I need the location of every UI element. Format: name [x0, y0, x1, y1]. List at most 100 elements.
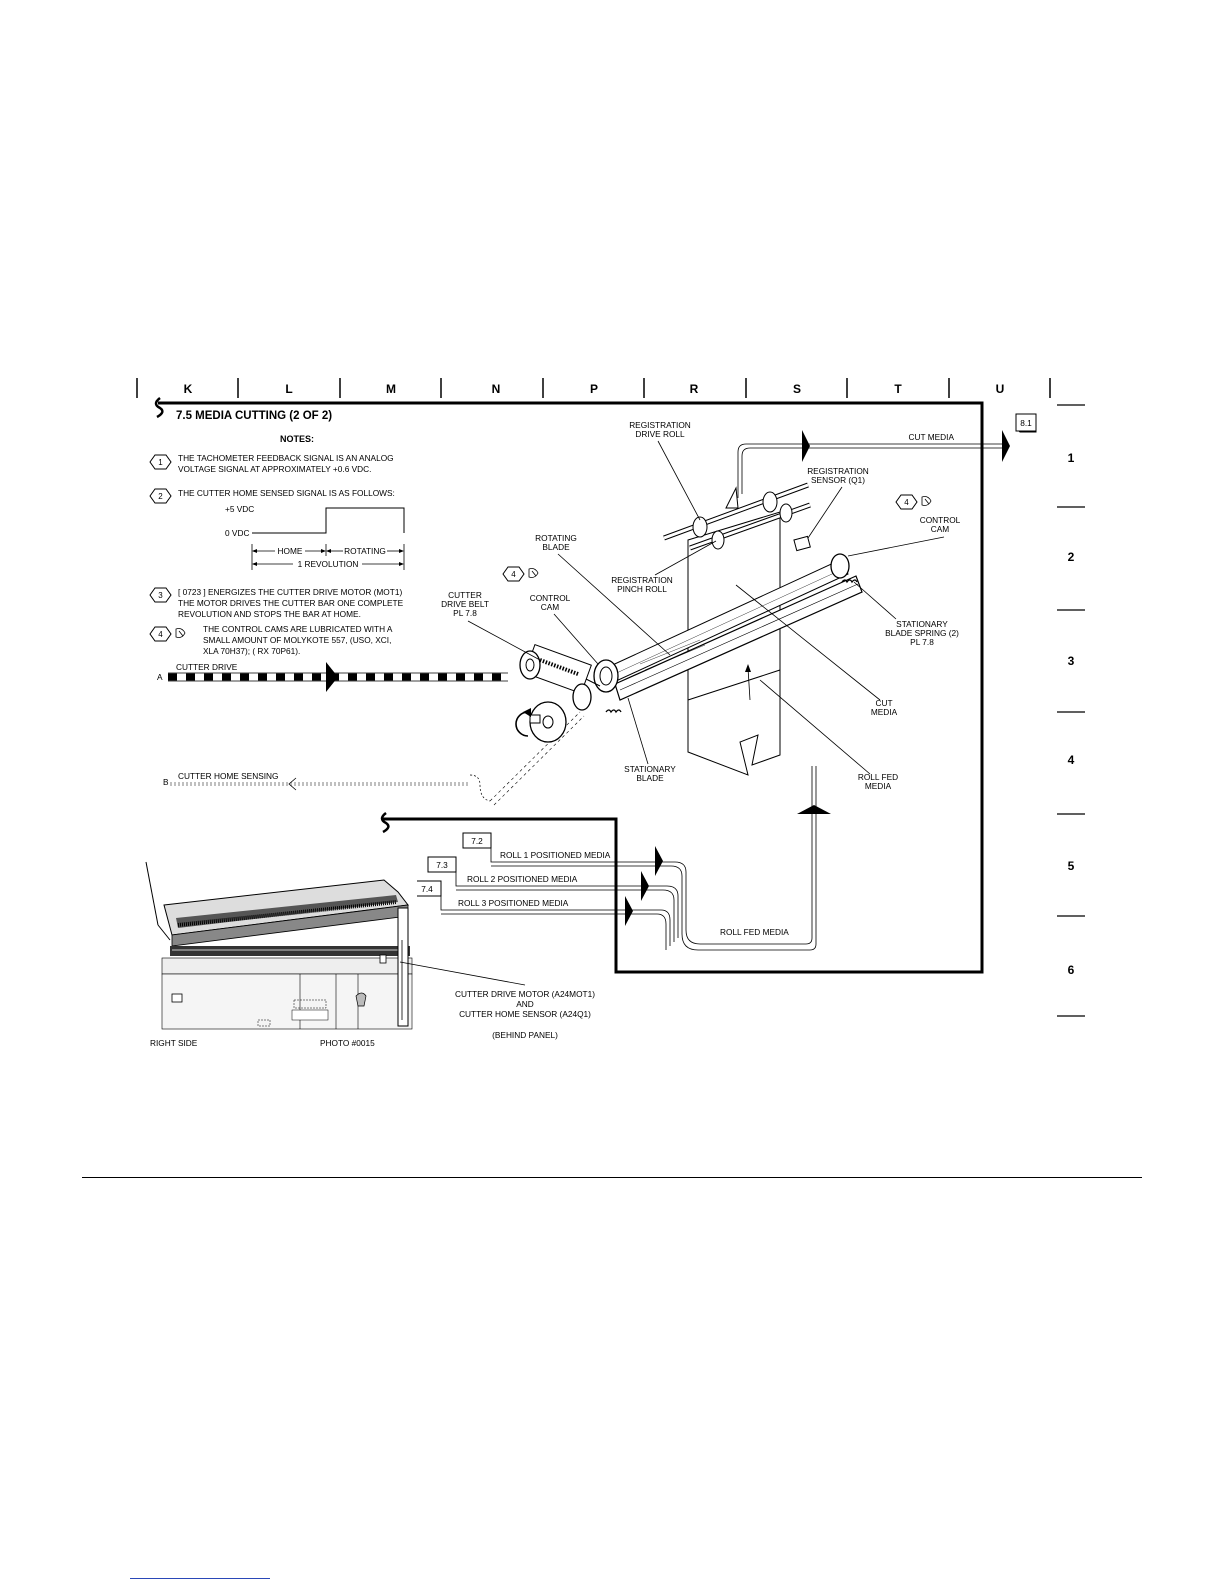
svg-text:CUT: CUT	[875, 698, 892, 708]
section-title: 7.5 MEDIA CUTTING (2 OF 2)	[176, 410, 332, 422]
svg-text:7.2: 7.2	[471, 836, 483, 846]
svg-text:CAM: CAM	[541, 602, 560, 612]
svg-text:ROLL 1 POSITIONED MEDIA: ROLL 1 POSITIONED MEDIA	[500, 850, 611, 860]
svg-text:HOME: HOME	[278, 546, 303, 556]
break-mark	[380, 812, 390, 834]
callout-roll-fed-media: ROLL FED MEDIA	[759, 679, 898, 791]
callout-control-cam-right: CONTROL CAM	[847, 515, 961, 557]
svg-text:4: 4	[158, 630, 163, 639]
svg-text:+5 VDC: +5 VDC	[225, 504, 254, 514]
svg-text:MEDIA: MEDIA	[871, 707, 898, 717]
svg-text:1 REVOLUTION: 1 REVOLUTION	[298, 559, 359, 569]
svg-text:7.4: 7.4	[421, 884, 433, 894]
svg-text:ROLL 2 POSITIONED MEDIA: ROLL 2 POSITIONED MEDIA	[467, 874, 578, 884]
col-label: U	[996, 382, 1005, 396]
cutter-home-signal: B CUTTER HOME SENSING	[163, 711, 585, 806]
svg-text:RIGHT SIDE: RIGHT SIDE	[150, 1038, 198, 1048]
svg-text:STATIONARY: STATIONARY	[624, 764, 676, 774]
note-1: 1 THE TACHOMETER FEEDBACK SIGNAL IS AN A…	[149, 453, 394, 474]
svg-text:7.3: 7.3	[436, 860, 448, 870]
note-2: 2 THE CUTTER HOME SENSED SIGNAL IS AS FO…	[149, 488, 395, 504]
col-label: L	[285, 382, 292, 396]
blade-spring	[605, 709, 622, 714]
svg-text:VOLTAGE SIGNAL AT APPROXIMATEL: VOLTAGE SIGNAL AT APPROXIMATELY +0.6 VDC…	[178, 464, 371, 474]
svg-text:AND: AND	[516, 999, 534, 1009]
svg-text:REGISTRATION: REGISTRATION	[611, 575, 673, 585]
svg-text:THE CUTTER HOME SENSED SIGNAL: THE CUTTER HOME SENSED SIGNAL IS AS FOLL…	[178, 488, 395, 498]
note4-marker-left: 4	[502, 566, 539, 582]
cutter-drive-signal: A CUTTER DRIVE	[157, 662, 508, 692]
svg-text:STATIONARY: STATIONARY	[896, 619, 948, 629]
svg-text:(BEHIND PANEL): (BEHIND PANEL)	[492, 1030, 558, 1040]
row-label: 1	[1068, 451, 1075, 465]
col-label: N	[492, 382, 501, 396]
svg-text:0 VDC: 0 VDC	[225, 528, 249, 538]
svg-text:THE CONTROL CAMS ARE LUBRICATE: THE CONTROL CAMS ARE LUBRICATED WITH A	[203, 624, 393, 634]
roll-fed-sheet	[687, 669, 781, 776]
svg-text:CONTROL: CONTROL	[920, 515, 961, 525]
svg-text:DRIVE BELT: DRIVE BELT	[441, 599, 489, 609]
callout-reg-sensor: REGISTRATION SENSOR (Q1)	[807, 466, 869, 539]
svg-text:REGISTRATION: REGISTRATION	[807, 466, 869, 476]
callout-control-cam-left: CONTROL CAM	[530, 593, 599, 665]
note4-marker-right: 4	[895, 494, 932, 510]
col-label: R	[690, 382, 699, 396]
roll-media-paths: 7.2 ROLL 1 POSITIONED MEDIA 7.3 ROLL 2 P…	[412, 766, 831, 951]
svg-text:CONTROL: CONTROL	[530, 593, 571, 603]
footer-link-underline	[130, 1578, 270, 1579]
column-ruler: K L M N P R S T U	[136, 378, 1051, 398]
svg-text:REGISTRATION: REGISTRATION	[629, 420, 691, 430]
svg-text:ROTATING: ROTATING	[535, 533, 577, 543]
svg-text:ROLL FED: ROLL FED	[858, 772, 898, 782]
svg-text:B: B	[163, 777, 169, 787]
svg-text:SENSOR (Q1): SENSOR (Q1)	[811, 475, 865, 485]
svg-text:BLADE: BLADE	[636, 773, 664, 783]
svg-text:CUTTER HOME SENSING: CUTTER HOME SENSING	[178, 771, 279, 781]
callout-stationary-spring: STATIONARY BLADE SPRING (2) PL 7.8	[853, 581, 959, 647]
svg-text:PHOTO #0015: PHOTO #0015	[320, 1038, 375, 1048]
svg-text:4: 4	[511, 570, 516, 579]
svg-text:CUTTER DRIVE MOTOR (A24MOT1): CUTTER DRIVE MOTOR (A24MOT1)	[455, 989, 595, 999]
col-label: M	[386, 382, 396, 396]
svg-text:MEDIA: MEDIA	[865, 781, 892, 791]
svg-text:BLADE: BLADE	[542, 542, 570, 552]
svg-text:PL 7.8: PL 7.8	[453, 608, 477, 618]
note-4: 4 THE CONTROL CAMS ARE LUBRICATED WITH A…	[149, 624, 393, 656]
svg-text:PL 7.8: PL 7.8	[910, 637, 934, 647]
svg-text:1: 1	[158, 458, 163, 467]
callout-cutter-drive-belt: CUTTER DRIVE BELT PL 7.8	[441, 590, 541, 661]
break-mark	[154, 397, 164, 419]
lubricant-icon	[528, 568, 539, 578]
svg-text:DRIVE ROLL: DRIVE ROLL	[635, 429, 685, 439]
col-label: T	[894, 382, 902, 396]
svg-text:BLADE SPRING (2): BLADE SPRING (2)	[885, 628, 959, 638]
lubricant-icon	[921, 496, 932, 506]
svg-text:REVOLUTION AND STOPS THE BAR A: REVOLUTION AND STOPS THE BAR AT HOME.	[178, 609, 361, 619]
svg-text:PINCH ROLL: PINCH ROLL	[617, 584, 667, 594]
row-label: 6	[1068, 963, 1075, 977]
svg-text:2: 2	[158, 492, 163, 501]
machine-photo: RIGHT SIDE PHOTO #0015	[142, 858, 417, 1048]
svg-text:A: A	[157, 672, 163, 682]
cut-media-path: CUT MEDIA 8.1	[737, 413, 1037, 498]
callout-rotating-blade: ROTATING BLADE	[535, 533, 671, 656]
svg-text:4: 4	[904, 498, 909, 507]
row-ruler: 1 2 3 4 5 6	[1057, 404, 1085, 1017]
svg-text:SMALL AMOUNT OF MOLYKOTE 557,: SMALL AMOUNT OF MOLYKOTE 557, (USO, XCI,	[203, 635, 391, 645]
svg-text:CUTTER DRIVE: CUTTER DRIVE	[176, 662, 238, 672]
blade-spring	[841, 579, 858, 584]
svg-text:THE TACHOMETER FEEDBACK SIGNAL: THE TACHOMETER FEEDBACK SIGNAL IS AN ANA…	[178, 453, 394, 463]
lubricant-icon	[175, 628, 186, 638]
svg-text:ROLL 3 POSITIONED MEDIA: ROLL 3 POSITIONED MEDIA	[458, 898, 569, 908]
col-label: P	[590, 382, 598, 396]
svg-text:XLA 70H37); ( RX 70P61).: XLA 70H37); ( RX 70P61).	[203, 646, 300, 656]
home-signal-timing: +5 VDC 0 VDC HOME ROTATING 1 REVOLUTION	[225, 504, 405, 570]
section-frame	[158, 401, 984, 974]
svg-text:8.1: 8.1	[1020, 418, 1032, 428]
svg-text:[ 0723 ] ENERGIZES THE CUTTER: [ 0723 ] ENERGIZES THE CUTTER DRIVE MOTO…	[178, 587, 402, 597]
callout-stationary-blade: STATIONARY BLADE	[624, 697, 676, 783]
svg-text:ROLL FED MEDIA: ROLL FED MEDIA	[720, 927, 789, 937]
svg-text:ROTATING: ROTATING	[344, 546, 386, 556]
col-label: S	[793, 382, 801, 396]
